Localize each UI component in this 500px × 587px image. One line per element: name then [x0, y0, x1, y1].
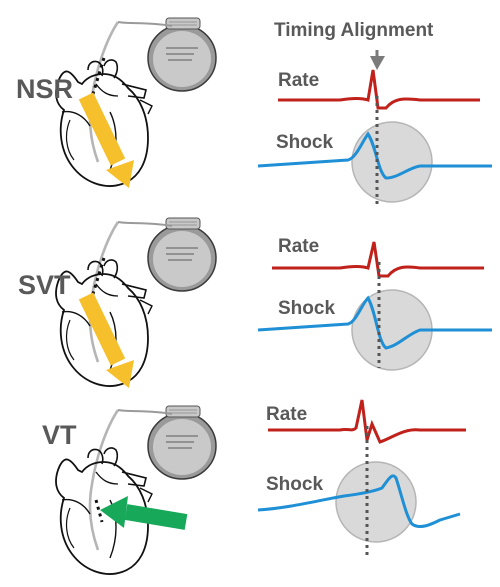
svt-shock-trace: [257, 295, 492, 350]
svt-rate-label: Rate: [278, 236, 320, 257]
vt-rate-label: Rate: [266, 404, 308, 425]
nsr-rate-label: Rate: [278, 70, 320, 91]
vt-rhythm-label: VT: [42, 420, 77, 450]
svt-rhythm-label: SVT: [18, 270, 71, 300]
vt-shock-label: Shock: [266, 474, 324, 495]
timing-alignment-label: Timing Alignment: [274, 20, 434, 41]
svt-shock-label: Shock: [278, 298, 336, 319]
svt-panel: [55, 216, 492, 388]
nsr-conduction-arrow: [78, 92, 134, 188]
nsr-shock-trace: [257, 131, 492, 180]
nsr-rhythm-label: NSR: [16, 74, 74, 104]
vt-heart-illustration: [55, 404, 218, 575]
nsr-panel: [55, 16, 492, 206]
svt-rate-trace: [272, 241, 484, 278]
nsr-timing-window-circle: [351, 121, 433, 203]
svt-conduction-arrow: [78, 292, 134, 388]
nsr-rate-trace: [278, 69, 480, 110]
nsr-timing-alignment-arrow: [370, 56, 385, 70]
vt-conduction-arrow: [100, 496, 188, 530]
nsr-heart-illustration: [55, 16, 218, 187]
vt-shock-trace: [257, 474, 461, 528]
vt-panel: [55, 399, 466, 575]
nsr-shock-label: Shock: [276, 132, 334, 153]
svt-heart-illustration: [55, 216, 218, 387]
